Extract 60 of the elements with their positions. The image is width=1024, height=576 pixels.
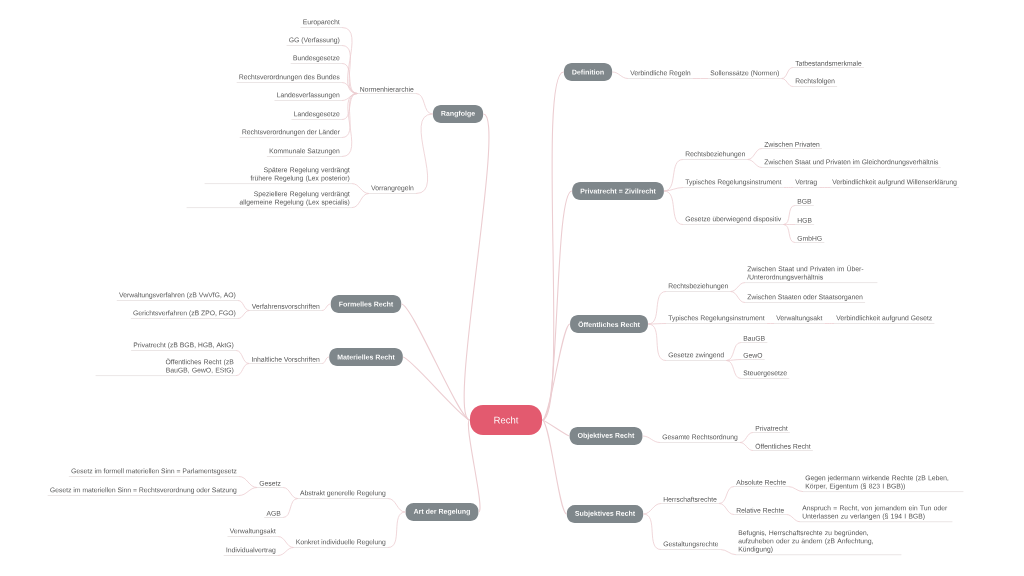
branch-line xyxy=(781,78,794,87)
branch-line xyxy=(718,503,735,515)
branch-line xyxy=(720,549,737,556)
branch-line xyxy=(282,498,299,518)
branch-line xyxy=(611,71,629,79)
branch-line xyxy=(824,323,835,324)
branch-line xyxy=(237,300,250,311)
branch-line xyxy=(783,205,796,225)
branch-line xyxy=(282,487,299,499)
central-topic: Recht xyxy=(470,405,542,435)
branch-line xyxy=(783,224,796,225)
branch-line xyxy=(781,67,794,79)
branch-line xyxy=(787,486,804,492)
branch-line xyxy=(415,93,434,115)
branch-line xyxy=(541,419,570,437)
branch-line xyxy=(541,419,568,515)
branch-line xyxy=(730,282,746,292)
branch-line xyxy=(341,82,358,94)
branch-line xyxy=(387,498,406,513)
branch-line xyxy=(747,148,763,160)
branch-line xyxy=(235,363,250,376)
branch-line xyxy=(725,360,742,379)
branch-line xyxy=(647,323,667,361)
branch-line xyxy=(739,432,754,443)
branch-line xyxy=(402,356,471,421)
branch-line xyxy=(818,187,831,188)
branch-line xyxy=(766,323,775,324)
branch-line xyxy=(351,183,370,194)
branch-line xyxy=(739,442,754,451)
branch-line xyxy=(238,487,258,496)
branch-line xyxy=(415,113,434,194)
branch-line xyxy=(321,356,330,364)
branch-line xyxy=(642,513,662,550)
branch-line xyxy=(747,159,763,168)
branch-line xyxy=(541,71,565,421)
branch-line xyxy=(786,514,801,523)
branch-line xyxy=(663,190,684,225)
branch-line xyxy=(725,342,742,361)
branch-line xyxy=(321,303,331,311)
branch-line xyxy=(541,323,571,421)
branch-line xyxy=(277,547,295,556)
branch-line xyxy=(467,419,481,513)
branch-line xyxy=(730,291,746,303)
branch-line xyxy=(238,476,258,488)
branch-line xyxy=(341,93,358,120)
branch-line xyxy=(692,78,709,79)
branch-line xyxy=(341,93,358,157)
branch-line xyxy=(351,193,370,208)
branch-line xyxy=(718,486,735,504)
branch-line xyxy=(277,536,295,548)
branch-line xyxy=(783,187,794,188)
branch-line xyxy=(783,224,796,243)
branch-line xyxy=(235,350,250,364)
branch-line xyxy=(642,503,662,515)
branch-line xyxy=(663,187,684,192)
branch-line xyxy=(463,113,490,421)
branch-line xyxy=(642,435,661,443)
branch-line xyxy=(237,310,250,319)
branch-line xyxy=(647,323,667,325)
branch-line xyxy=(387,511,406,548)
